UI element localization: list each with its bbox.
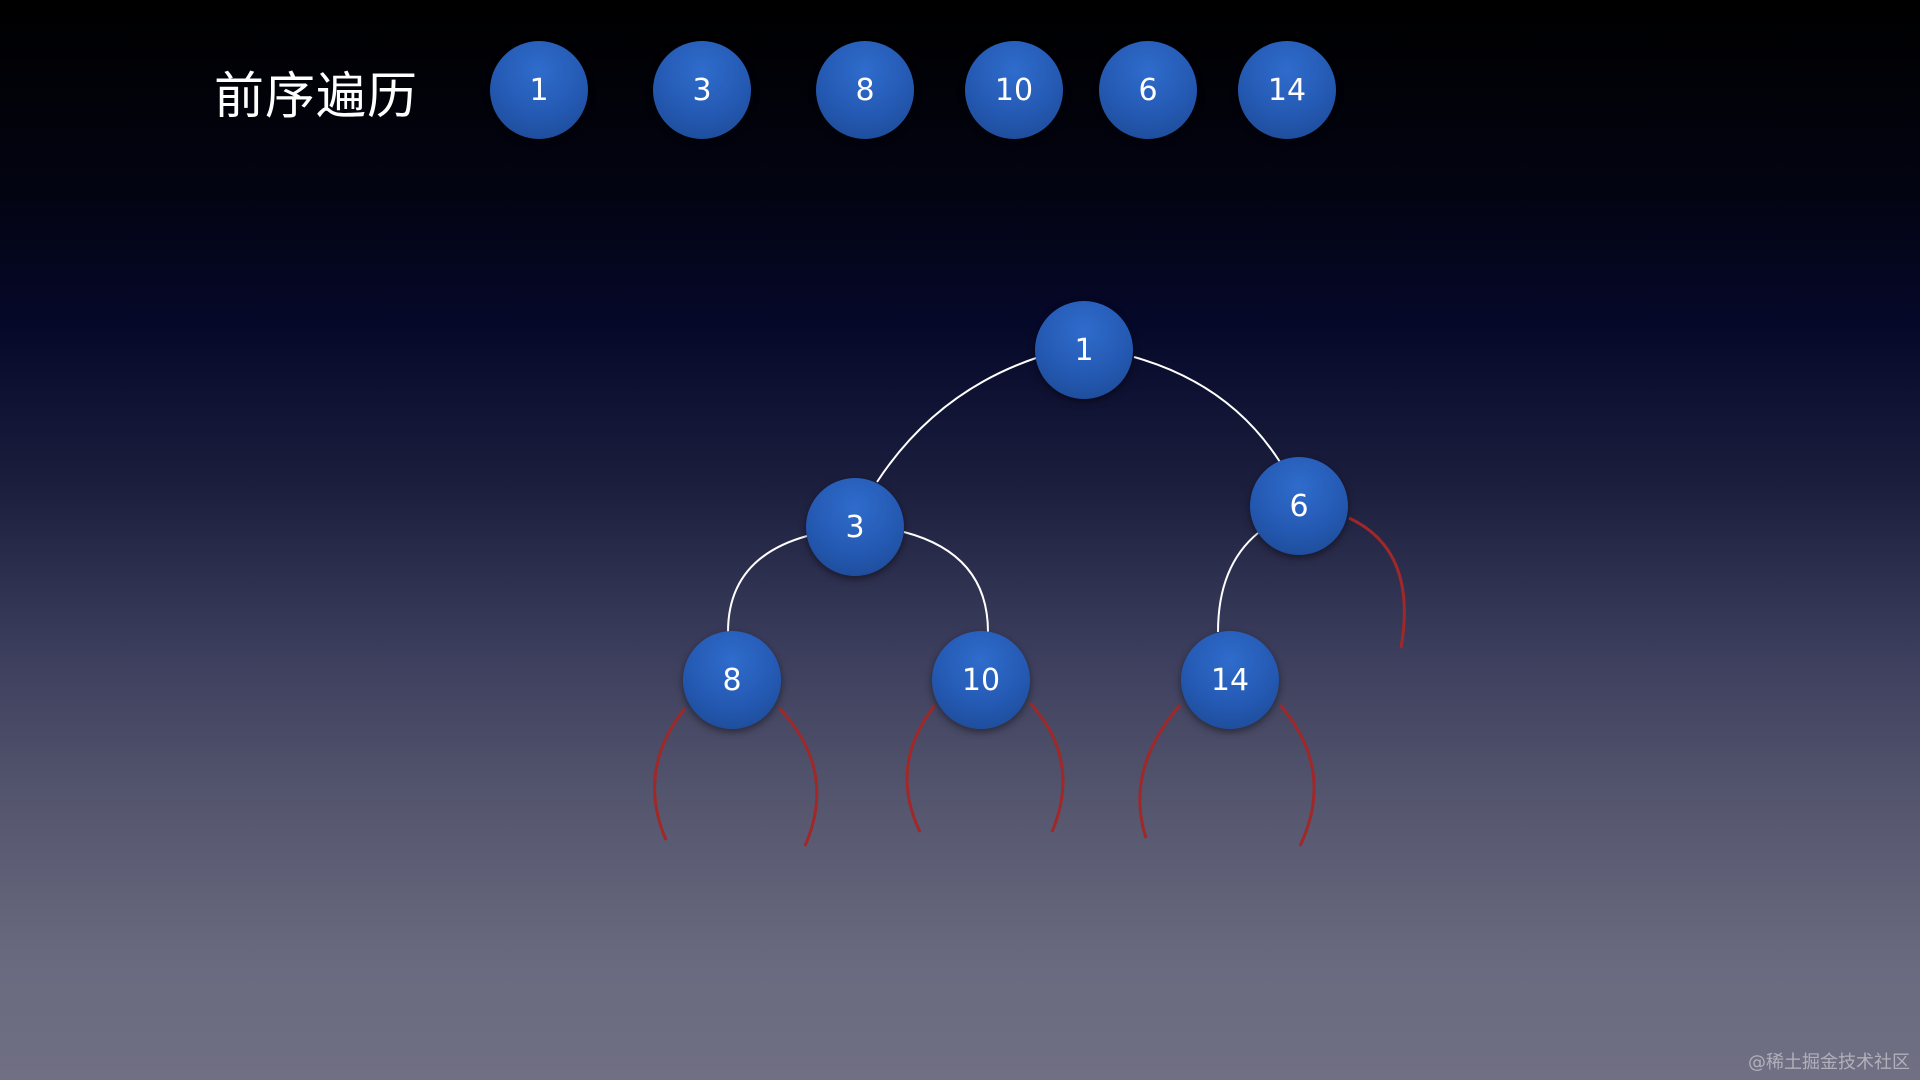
tree-node-8: 8	[683, 631, 781, 729]
sequence-node: 6	[1099, 41, 1197, 139]
page-title: 前序遍历	[214, 67, 418, 125]
tree-node-3: 3	[806, 478, 904, 576]
edge-6-14	[1217, 532, 1259, 633]
null-link-6-right	[1348, 516, 1406, 649]
sequence-node: 8	[816, 41, 914, 139]
tree-node-14: 14	[1181, 631, 1279, 729]
edge-3-8	[727, 535, 808, 633]
null-link-10-left	[905, 704, 937, 833]
null-link-8-right	[777, 706, 819, 847]
edge-1-3	[876, 357, 1037, 483]
sequence-node: 14	[1238, 41, 1336, 139]
sequence-node: 1	[490, 41, 588, 139]
watermark: @稀土掘金技术社区	[1748, 1052, 1910, 1073]
null-link-8-left	[653, 707, 687, 841]
tree-node-10: 10	[932, 631, 1030, 729]
tree-node-1: 1	[1035, 301, 1133, 399]
null-link-10-right	[1028, 701, 1065, 833]
tree-node-6: 6	[1250, 457, 1348, 555]
null-link-14-right	[1278, 704, 1316, 847]
null-link-14-left	[1138, 704, 1182, 839]
edge-3-10	[903, 531, 989, 633]
sequence-node: 10	[965, 41, 1063, 139]
sequence-node: 3	[653, 41, 751, 139]
edge-1-6	[1133, 356, 1281, 463]
